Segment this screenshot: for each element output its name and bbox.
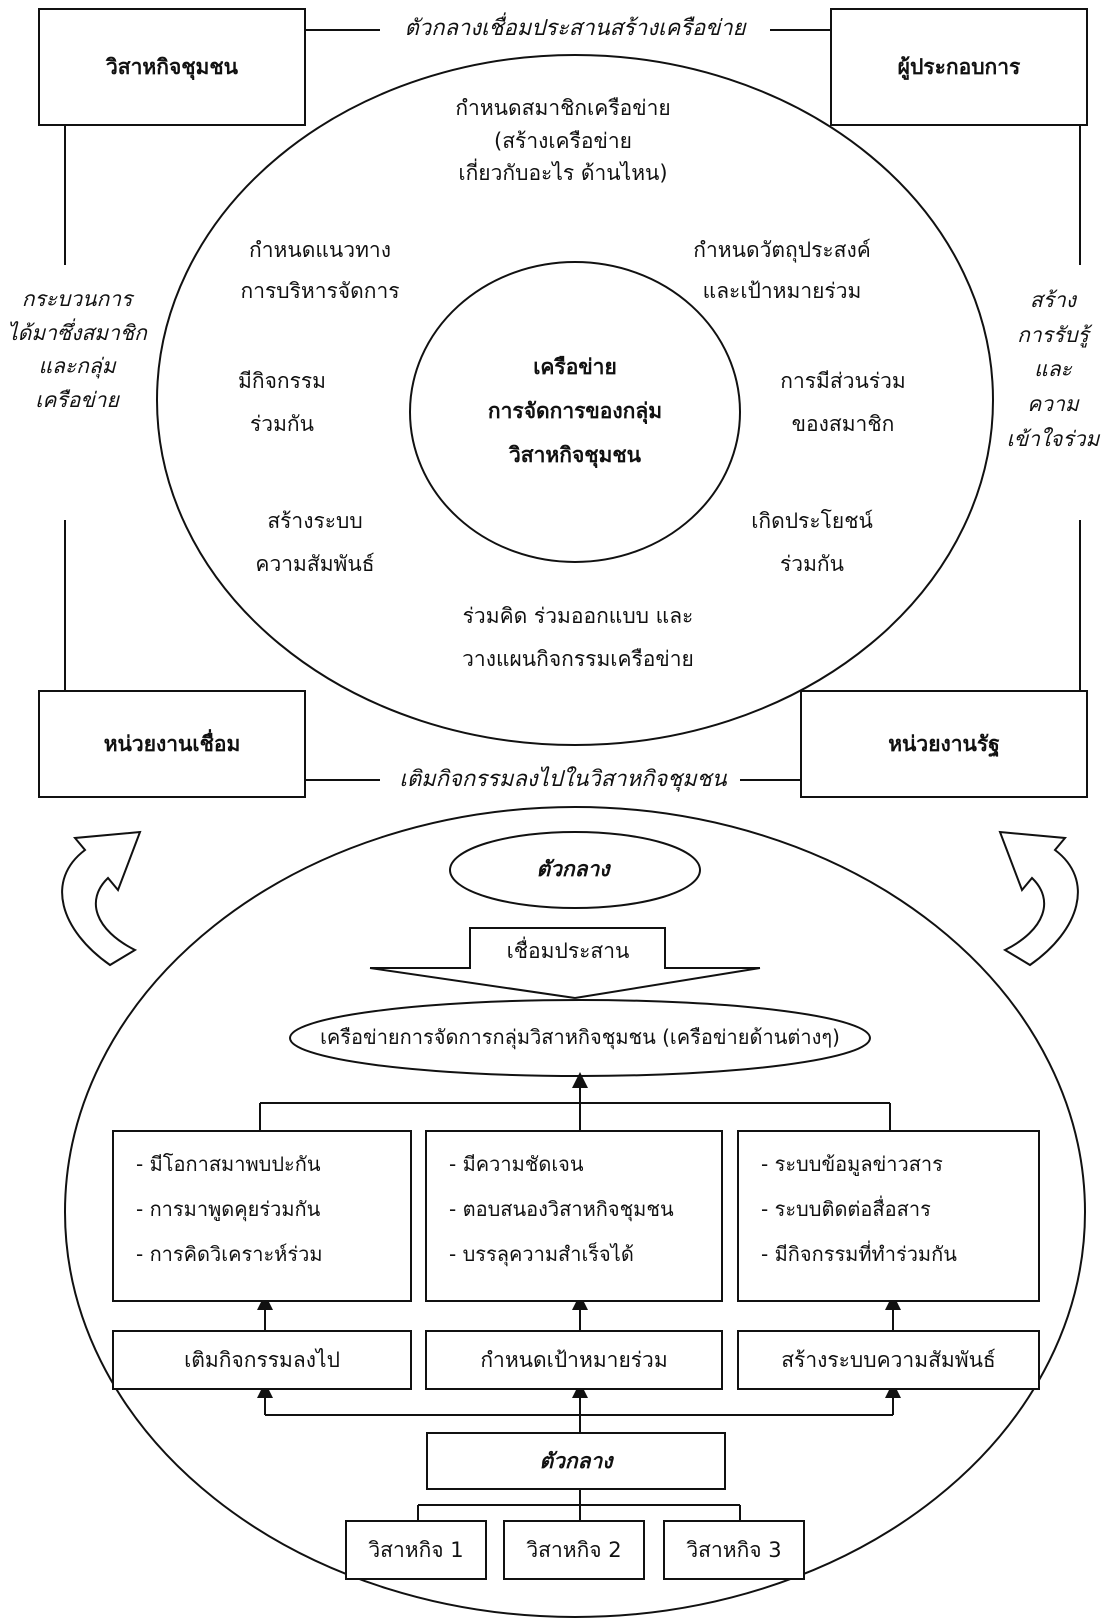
side-left-label: กระบวนการได้มาซึ่งสมาชิกและกลุ่มเครือข่า… (7, 287, 147, 412)
text-participation: การมีส่วนร่วมของสมาชิก (780, 369, 906, 437)
left-curved-arrow (61, 830, 142, 967)
box-community-enterprise: วิสาหกิจชุมชน (38, 8, 306, 126)
coordinator-ellipse (449, 831, 701, 909)
inner-circle (409, 261, 741, 563)
right-curved-arrow (998, 830, 1079, 967)
text-mutual-benefit: เกิดประโยชน์ร่วมกัน (751, 509, 873, 577)
enterprise-1-box: วิสาหกิจ 1 (345, 1520, 487, 1580)
top-label: ตัวกลางเชื่อมประสานสร้างเครือข่าย (404, 16, 746, 41)
list-box-1: - มีโอกาสมาพบปะกัน- การมาพูดคุยร่วมกัน- … (112, 1130, 412, 1302)
text-co-design: ร่วมคิด ร่วมออกแบบ และวางแผนกิจกรรมเครือ… (462, 604, 694, 672)
center-title: เครือข่ายการจัดการของกลุ่มวิสาหกิจชุมชน (487, 355, 663, 468)
outer-ellipse (156, 54, 994, 746)
box-entrepreneur: ผู้ประกอบการ (830, 8, 1088, 126)
list-box-3: - ระบบข้อมูลข่าวสาร- ระบบติดต่อสื่อสาร- … (737, 1130, 1040, 1302)
action-add-activities: เติมกิจกรรมลงไป (112, 1330, 412, 1390)
text-define-objectives: กำหนดวัตถุประสงค์และเป้าหมายร่วม (693, 238, 871, 303)
text-define-members: กำหนดสมาชิกเครือข่าย(สร้างเครือข่ายเกี่ย… (455, 96, 671, 186)
text-joint-activities: มีกิจกรรมร่วมกัน (238, 369, 326, 437)
box-government-agency: หน่วยงานรัฐ (800, 690, 1088, 798)
connect-label: เชื่อมประสาน (506, 939, 630, 963)
action-set-goals: กำหนดเป้าหมายร่วม (425, 1330, 723, 1390)
action-build-relationships: สร้างระบบความสัมพันธ์ (737, 1330, 1040, 1390)
coordinator-bottom-box: ตัวกลาง (426, 1432, 726, 1490)
text-relationship-system: สร้างระบบความสัมพันธ์ (255, 509, 375, 577)
text-define-management: กำหนดแนวทางการบริหารจัดการ (240, 238, 400, 303)
lower-ellipse (64, 806, 1086, 1618)
enterprise-3-box: วิสาหกิจ 3 (663, 1520, 805, 1580)
box-linking-agency: หน่วยงานเชื่อม (38, 690, 306, 798)
side-right-label: สร้างการรับรู้และความเข้าใจร่วม (1006, 288, 1100, 451)
enterprise-2-box: วิสาหกิจ 2 (503, 1520, 645, 1580)
bottom-label: เติมกิจกรรมลงไปในวิสาหกิจชุมชน (399, 767, 727, 792)
coordinator-top-label: ตัวกลาง (536, 857, 610, 881)
list-box-2: - มีความชัดเจน- ตอบสนองวิสาหกิจชุมชน- บร… (425, 1130, 723, 1302)
network-label: เครือข่ายการจัดการกลุ่มวิสาหกิจชุมชน (เค… (320, 1025, 840, 1049)
